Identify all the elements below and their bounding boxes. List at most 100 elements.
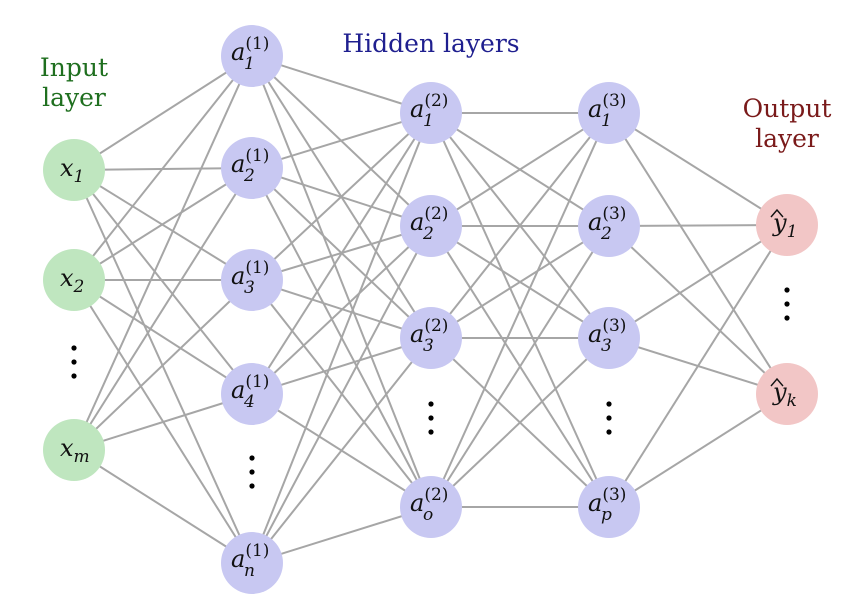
ellipsis-input xyxy=(71,345,77,379)
node-a2_2: a(2)2 xyxy=(400,195,462,257)
edge-a1_1-a1_2 xyxy=(251,55,432,114)
hat-accent-yk xyxy=(770,377,784,387)
edge-a3_3-y1 xyxy=(608,224,788,339)
node-an_1: a(1)n xyxy=(221,532,283,594)
ellipsis-hidden3 xyxy=(606,401,612,435)
edge-an_1-a2_2 xyxy=(251,225,432,564)
node-a1_1: a(1)1 xyxy=(221,25,283,87)
ellipsis-dot-output-1 xyxy=(784,301,790,307)
node-x2: x2 xyxy=(43,249,105,311)
edge-a4_1-a2_2 xyxy=(251,225,432,395)
node-ap_3: a(3)p xyxy=(578,476,640,538)
edge-a3_1-a1_2 xyxy=(251,112,432,281)
edge-ao_2-a3_3 xyxy=(430,337,610,508)
edge-a1_3-y1 xyxy=(608,112,788,226)
edge-a2_2-a1_3 xyxy=(430,112,610,227)
node-label-x2: x2 xyxy=(60,264,84,297)
node-y1: y1 xyxy=(756,194,818,256)
ellipsis-dot-hidden2-0 xyxy=(428,401,434,407)
node-circle-ao_2 xyxy=(400,476,462,538)
ellipsis-output xyxy=(784,287,790,321)
node-a3_3: a(3)3 xyxy=(578,307,640,369)
edge-a2_3-yk xyxy=(608,225,788,395)
node-label-ao_2: a(2)o xyxy=(410,485,448,525)
edge-an_1-ao_2 xyxy=(251,506,432,564)
node-circle-ap_3 xyxy=(578,476,640,538)
output-layer-caption-line1: Output xyxy=(743,94,832,123)
node-circle-a3_1 xyxy=(221,249,283,311)
ellipsis-hidden2 xyxy=(428,401,434,435)
node-x1: x1 xyxy=(43,139,105,201)
ellipsis-dot-input-2 xyxy=(71,373,77,379)
node-label-ap_3: a(3)p xyxy=(588,485,626,525)
node-label-y1: y1 xyxy=(772,209,797,242)
edge-a4_1-a3_2 xyxy=(251,337,432,395)
ellipsis-markers xyxy=(71,287,790,489)
ellipsis-dot-input-0 xyxy=(71,345,77,351)
ellipsis-dot-hidden3-0 xyxy=(606,401,612,407)
node-label-an_1: a(1)n xyxy=(231,541,269,581)
node-label-a2_2: a(2)2 xyxy=(410,204,448,244)
edge-a1_1-ao_2 xyxy=(251,55,432,508)
hidden-layers-caption: Hidden layers xyxy=(342,29,519,58)
node-circle-yk xyxy=(756,363,818,425)
node-label-a3_2: a(2)3 xyxy=(410,316,448,356)
edge-xm-a1_1 xyxy=(73,55,253,451)
node-a2_3: a(3)2 xyxy=(578,195,640,257)
edge-xm-a2_1 xyxy=(73,167,253,451)
edge-a1_3-yk xyxy=(608,112,788,395)
edge-a3_2-a1_3 xyxy=(430,112,610,339)
node-a3_2: a(2)3 xyxy=(400,307,462,369)
node-a1_2: a(2)1 xyxy=(400,82,462,144)
ellipsis-dot-hidden2-2 xyxy=(428,429,434,435)
node-circle-a2_3 xyxy=(578,195,640,257)
node-circle-a3_2 xyxy=(400,307,462,369)
node-a1_3: a(3)1 xyxy=(578,82,640,144)
ellipsis-dot-output-0 xyxy=(784,287,790,293)
node-label-a1_3: a(3)1 xyxy=(588,91,626,131)
edge-x2-a1_1 xyxy=(73,55,253,281)
input-layer-caption-line1: Input xyxy=(40,53,108,82)
node-circle-an_1 xyxy=(221,532,283,594)
edge-ap_3-y1 xyxy=(608,224,788,508)
node-label-a4_1: a(1)4 xyxy=(231,372,269,412)
node-circle-a3_3 xyxy=(578,307,640,369)
node-a2_1: a(1)2 xyxy=(221,137,283,199)
node-circle-a1_3 xyxy=(578,82,640,144)
edge-x2-a4_1 xyxy=(73,279,253,395)
node-circle-a2_2 xyxy=(400,195,462,257)
node-label-a3_1: a(1)3 xyxy=(231,258,269,298)
node-label-a2_3: a(3)2 xyxy=(588,204,626,244)
edge-an_1-a3_2 xyxy=(251,337,432,564)
ellipsis-hidden1 xyxy=(249,455,255,489)
edge-xm-a3_1 xyxy=(73,279,253,451)
node-circle-xm xyxy=(43,419,105,481)
ellipsis-dot-hidden3-2 xyxy=(606,429,612,435)
node-xm: xm xyxy=(43,419,105,481)
node-a4_1: a(1)4 xyxy=(221,363,283,425)
node-label-a2_1: a(1)2 xyxy=(231,146,269,186)
output-layer-caption-line2: layer xyxy=(755,124,819,153)
edge-xm-an_1 xyxy=(73,449,253,564)
edge-a2_1-a1_2 xyxy=(251,112,432,169)
edge-x1-a4_1 xyxy=(73,169,253,395)
edge-xm-a4_1 xyxy=(73,393,253,451)
node-label-xm: xm xyxy=(60,434,90,467)
ellipsis-dot-input-1 xyxy=(71,359,77,365)
node-circle-a1_1 xyxy=(221,25,283,87)
nodes: x1 x2 xm a(1)1 a(1)2 a(1)3 a(1)4 a(1)n a(2)1 a(2)… xyxy=(43,25,818,594)
edge-ao_2-a1_3 xyxy=(430,112,610,508)
node-circle-a2_1 xyxy=(221,137,283,199)
node-a3_1: a(1)3 xyxy=(221,249,283,311)
node-circle-x1 xyxy=(43,139,105,201)
ellipsis-dot-hidden2-1 xyxy=(428,415,434,421)
ellipsis-dot-hidden3-1 xyxy=(606,415,612,421)
edge-x1-a1_1 xyxy=(73,55,253,171)
edge-ao_2-a2_3 xyxy=(430,225,610,508)
ellipsis-dot-hidden1-0 xyxy=(249,455,255,461)
edge-x2-a2_1 xyxy=(73,167,253,281)
node-label-yk: yk xyxy=(772,378,797,411)
ellipsis-dot-hidden1-2 xyxy=(249,483,255,489)
ellipsis-dot-output-2 xyxy=(784,315,790,321)
